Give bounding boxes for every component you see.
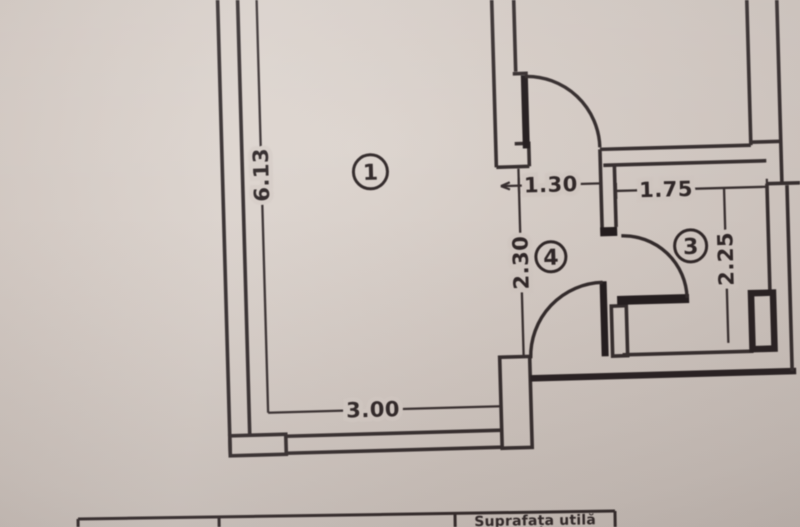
wall-mid-outer	[489, 0, 499, 168]
jamb-block	[609, 303, 630, 358]
dim-1-30-arrow	[500, 181, 511, 191]
pier-bottom-center	[497, 354, 535, 451]
wall-right-connector	[750, 139, 781, 144]
walls	[215, 0, 800, 458]
dim-line-2-30	[517, 168, 525, 357]
door3-arc	[621, 234, 689, 299]
dim-line-1-30	[500, 182, 601, 188]
door1-arc	[524, 74, 602, 148]
wall-34-cap	[600, 226, 618, 237]
wall-left-outer	[215, 0, 233, 456]
dim-label-3-00: 3.00	[346, 397, 400, 422]
table-top-border	[78, 509, 615, 521]
wall-left-inner	[235, 0, 252, 436]
wall-room3-bottom-inner	[622, 349, 754, 357]
dimension-labels: 6.13 3.00 1.30 2.30 1.75 2.25	[244, 143, 743, 427]
room-4-circle	[534, 240, 568, 274]
wall-mid-inner	[511, 0, 518, 72]
dim-label-6-13: 6.13	[249, 148, 274, 202]
pier-bottom-left	[227, 432, 289, 458]
door3-leaf	[617, 293, 690, 305]
door1-leaf	[520, 75, 530, 149]
surface-table: Suprafața utilă	[76, 509, 617, 527]
shaft-block	[747, 289, 778, 353]
dim-line-1-75	[616, 185, 768, 193]
room-1-label: 1	[362, 161, 378, 186]
room-3-circle	[673, 228, 709, 264]
dim-line-6-13	[255, 0, 270, 413]
wall-h-lower	[603, 158, 767, 168]
wall-34-west	[598, 149, 605, 236]
dim-label-1-75: 1.75	[639, 177, 693, 202]
dimension-lines	[255, 0, 769, 414]
wall-bottom-outer	[286, 445, 503, 456]
wall-right-inner-top	[744, 0, 753, 146]
room-4-label: 4	[543, 246, 559, 271]
room-labels: 1 4 3	[351, 153, 709, 274]
room-1-circle	[351, 153, 389, 191]
dim-1-75-ticks	[614, 178, 769, 199]
door4-leaf	[599, 281, 609, 357]
dim-line-3-00	[268, 405, 502, 414]
table-column-borders	[76, 510, 617, 527]
dim-label-2-30: 2.30	[508, 235, 533, 289]
table-header-suprafata-utila: Suprafața utilă	[474, 512, 596, 527]
dim-line-2-25	[722, 187, 730, 343]
wall-right-outer-top	[774, 0, 784, 184]
wall-right-jog	[766, 180, 800, 186]
wall-bottom-inner	[285, 428, 502, 439]
door4-arc	[529, 280, 603, 359]
room-3-label: 3	[683, 235, 699, 260]
wall-h-upper	[599, 143, 751, 152]
wall-bottom-thick	[530, 367, 797, 382]
dim-label-2-25: 2.25	[713, 232, 738, 286]
wall-room3-right-outer	[785, 185, 794, 372]
dim-label-1-30: 1.30	[524, 172, 578, 197]
wall-room3-right-inner	[765, 183, 772, 293]
doors	[520, 74, 690, 359]
